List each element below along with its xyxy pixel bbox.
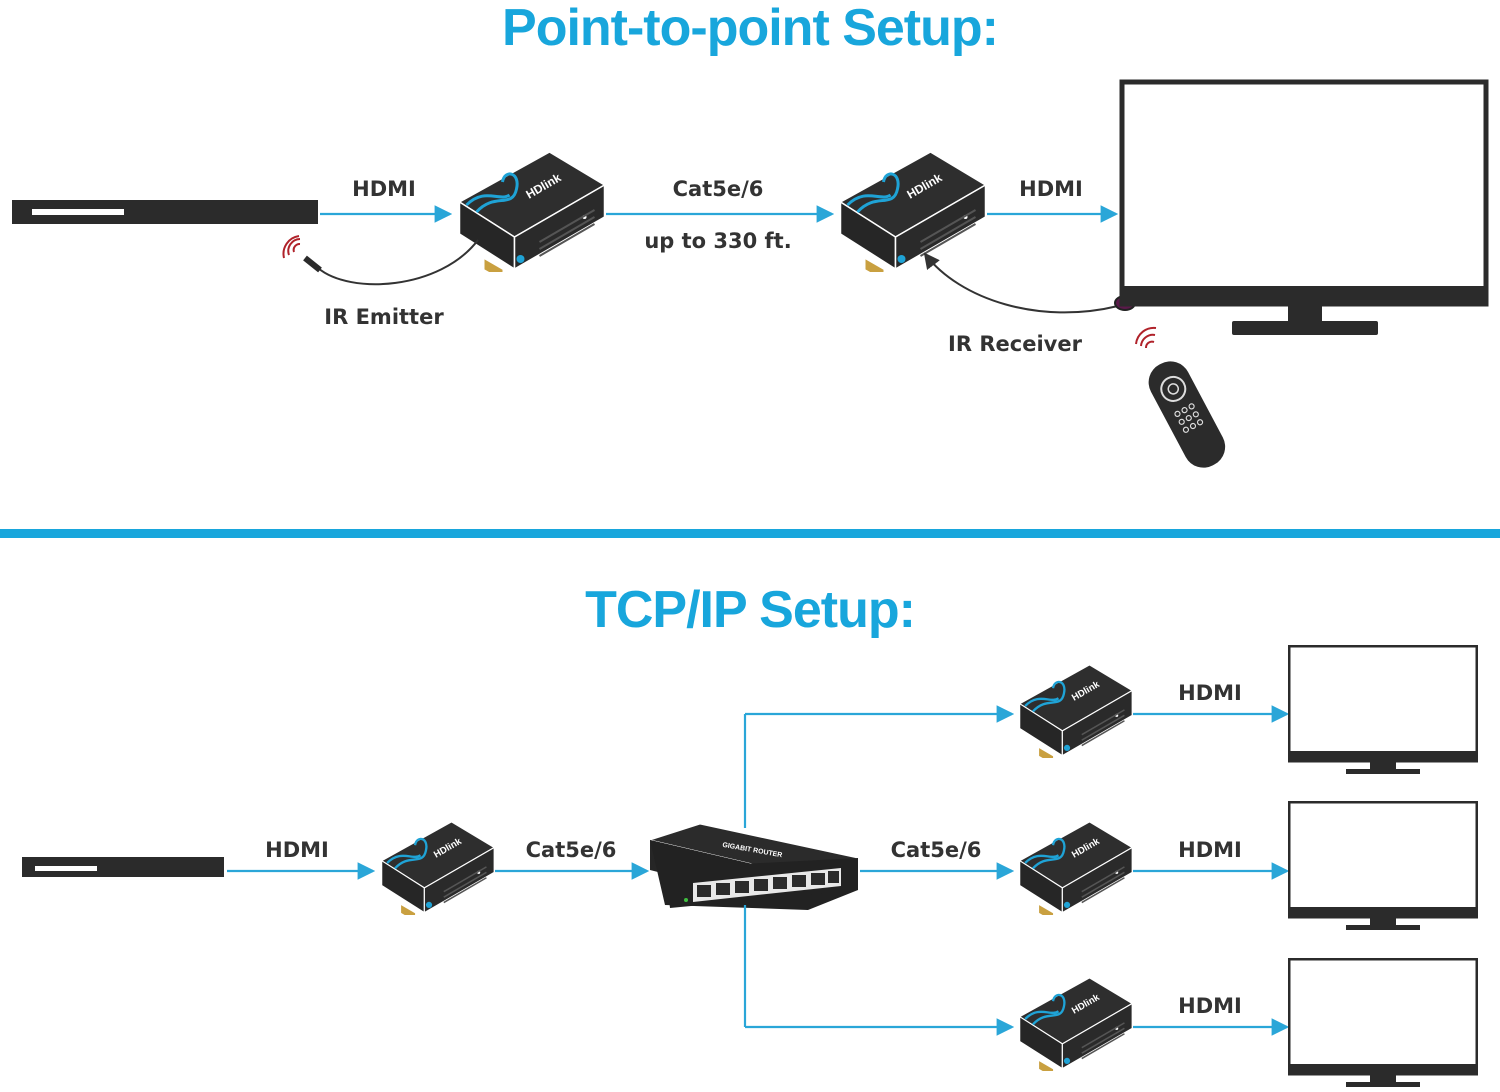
display-tv-1: [1288, 645, 1478, 776]
cable-label: Cat5e/6: [673, 177, 764, 201]
point-to-point-title: Point-to-point Setup:: [502, 0, 998, 57]
gigabit-router: GIGABIT ROUTER: [648, 823, 860, 910]
ir-emitter-plug: [303, 255, 322, 273]
tcpip-cable-out-label: Cat5e/6: [891, 838, 982, 862]
display-tv: [1119, 79, 1489, 335]
receiver-extender-1: [1018, 663, 1134, 758]
hdmi-out-label: HDMI: [1019, 177, 1083, 201]
ir-emitter-label: IR Emitter: [324, 305, 444, 329]
source-device: [12, 200, 318, 224]
hdmi-out-label-3: HDMI: [1178, 994, 1242, 1018]
transmitter-extender: [457, 150, 607, 272]
section-divider: [0, 529, 1500, 538]
display-tv-2: [1288, 801, 1478, 932]
tcpip-cable-in-label: Cat5e/6: [526, 838, 617, 862]
hdmi-out-label-2: HDMI: [1178, 838, 1242, 862]
display-tv-3: [1288, 958, 1478, 1089]
hdmi-out-label-1: HDMI: [1178, 681, 1242, 705]
hdmi-in-label: HDMI: [352, 177, 416, 201]
receiver-extender-3: [1018, 976, 1134, 1071]
remote-control-icon: [1148, 361, 1226, 468]
receiver-extender-2: [1018, 820, 1134, 915]
ir-receiver-label: IR Receiver: [948, 332, 1083, 356]
distance-label: up to 330 ft.: [644, 229, 791, 253]
ir-emitter-cable: [317, 239, 479, 286]
tcpip-title: TCP/IP Setup:: [585, 581, 915, 639]
source-device: [22, 857, 224, 877]
ir-signal-icon: [282, 235, 301, 259]
tcpip-hdmi-in-label: HDMI: [265, 838, 329, 862]
ir-receiver-cable: [923, 252, 1119, 314]
receiver-extender: [838, 150, 988, 272]
transmitter-extender: [380, 820, 496, 915]
ir-signal-icon: [1135, 326, 1157, 349]
